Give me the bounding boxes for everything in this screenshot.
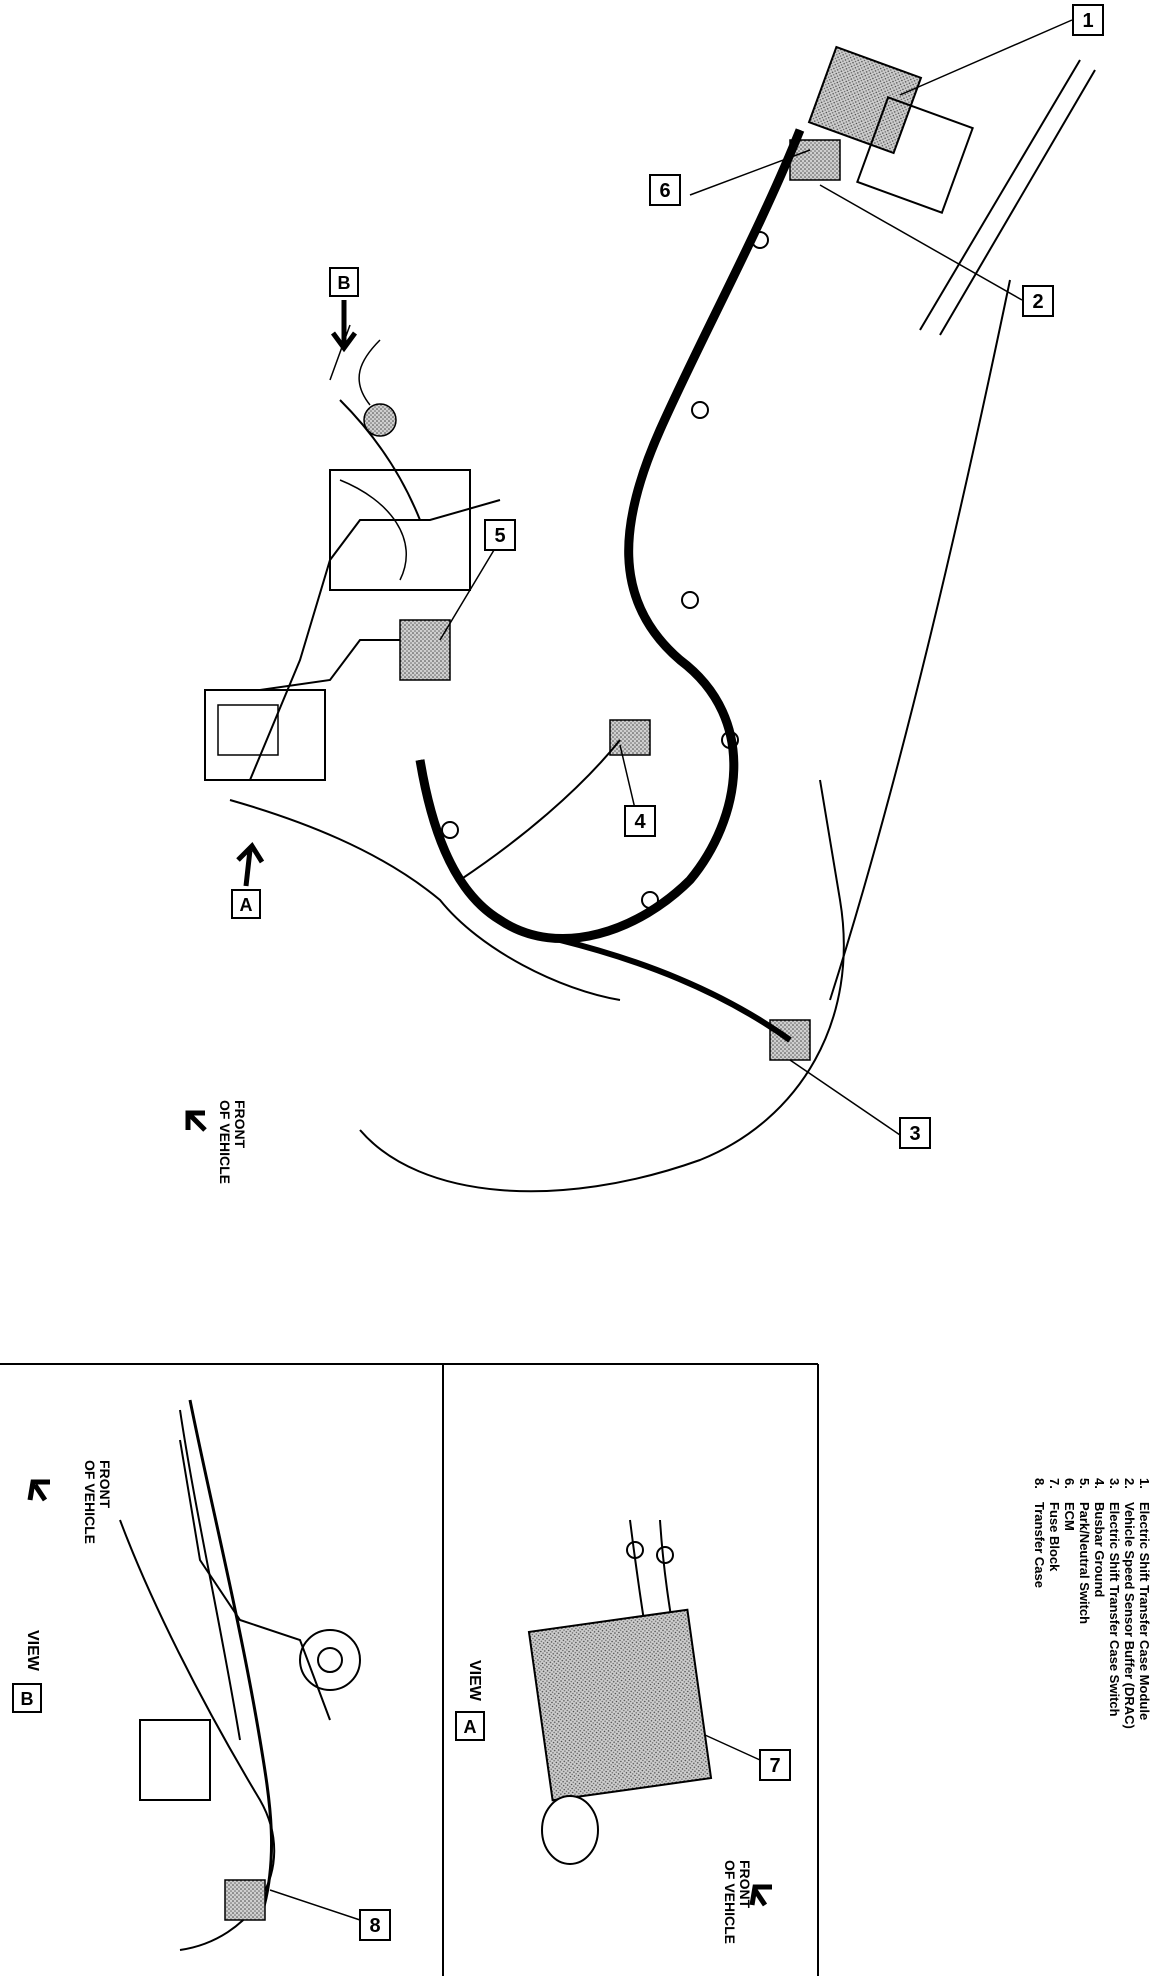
view-tag-b: B xyxy=(329,267,359,353)
legend-item-6: 6. ECM xyxy=(1062,1478,1077,1531)
view-b-caption: VIEW B xyxy=(12,1630,42,1713)
svg-text:FRONT: FRONT xyxy=(97,1460,113,1509)
svg-text:B: B xyxy=(338,273,351,293)
svg-text:4: 4 xyxy=(634,811,646,833)
legend-item-2: 2. Vehicle Speed Sensor Buffer (DRAC) xyxy=(1122,1478,1137,1729)
svg-text:3.: 3. xyxy=(1107,1478,1122,1489)
busbar-ground xyxy=(609,719,651,756)
vehicle-floor-outline xyxy=(359,779,845,1193)
callout-6: 6 xyxy=(649,174,681,206)
svg-text:OF VEHICLE: OF VEHICLE xyxy=(217,1100,233,1184)
svg-text:OF VEHICLE: OF VEHICLE xyxy=(82,1460,98,1544)
main-wiring-view: 1 2 3 4 5 6 B A xyxy=(185,4,1104,1193)
svg-text:5: 5 xyxy=(494,525,505,547)
transfer-case-connector xyxy=(224,1879,266,1921)
main-harness xyxy=(415,128,805,944)
svg-text:Transfer Case: Transfer Case xyxy=(1032,1502,1047,1588)
svg-text:1: 1 xyxy=(1082,10,1093,32)
svg-text:VIEW: VIEW xyxy=(466,1660,483,1702)
svg-text:OF VEHICLE: OF VEHICLE xyxy=(722,1860,738,1944)
callout-4: 4 xyxy=(624,805,656,837)
legend-item-7: 7. Fuse Block xyxy=(1047,1478,1062,1572)
legend-item-4: 4. Busbar Ground xyxy=(1092,1478,1107,1597)
svg-text:B: B xyxy=(21,1689,34,1709)
svg-text:1.: 1. xyxy=(1137,1478,1152,1489)
legend-item-8: 8. Transfer Case xyxy=(1032,1478,1047,1588)
front-of-vehicle-label-main: FRONT OF VEHICLE xyxy=(185,1100,248,1184)
transfer-case-outline xyxy=(119,1519,276,1951)
callout-3: 3 xyxy=(899,1117,931,1149)
svg-text:3: 3 xyxy=(909,1123,920,1145)
svg-text:Busbar Ground: Busbar Ground xyxy=(1092,1502,1107,1597)
callout-5: 5 xyxy=(484,519,516,551)
svg-text:Electric Shift Transfer Case M: Electric Shift Transfer Case Module xyxy=(1137,1502,1152,1720)
svg-text:Vehicle Speed Sensor Buffer (D: Vehicle Speed Sensor Buffer (DRAC) xyxy=(1122,1502,1137,1729)
svg-text:Electric Shift Transfer Case S: Electric Shift Transfer Case Switch xyxy=(1107,1502,1122,1717)
vss-buffer-connector xyxy=(789,139,841,181)
park-neutral-switch xyxy=(399,619,451,681)
callout-2: 2 xyxy=(1022,285,1054,317)
svg-text:2.: 2. xyxy=(1122,1478,1137,1489)
svg-text:2: 2 xyxy=(1032,291,1043,313)
svg-text:FRONT: FRONT xyxy=(737,1860,753,1909)
front-of-vehicle-label-view-a: FRONT OF VEHICLE xyxy=(722,1860,772,1944)
svg-text:8: 8 xyxy=(369,1915,380,1937)
svg-text:5.: 5. xyxy=(1077,1478,1092,1489)
callout-7: 7 xyxy=(759,1749,791,1781)
transfer-case-harness xyxy=(188,1399,274,1921)
svg-text:Fuse Block: Fuse Block xyxy=(1047,1502,1062,1572)
fuse-block xyxy=(527,1608,713,1802)
svg-text:4.: 4. xyxy=(1092,1478,1107,1489)
transmission-outline xyxy=(229,799,621,1001)
svg-text:7.: 7. xyxy=(1047,1478,1062,1489)
callout-1: 1 xyxy=(1072,4,1104,36)
firewall-line xyxy=(919,59,1081,331)
legend: 1. Electric Shift Transfer Case Module 2… xyxy=(1032,1478,1152,1729)
inset-panels: 8 FRONT OF VEHICLE VIEW B 7 VIEW xyxy=(0,1363,819,1976)
harness-branch-switch xyxy=(559,937,792,1043)
svg-text:7: 7 xyxy=(769,1755,780,1777)
leader-lines xyxy=(329,19,1073,1136)
svg-text:6.: 6. xyxy=(1062,1478,1077,1489)
harness-branch-b xyxy=(339,399,421,521)
view-a-caption: VIEW A xyxy=(455,1660,485,1741)
harness-clips xyxy=(441,231,769,909)
frame-rail-line xyxy=(829,279,1011,1001)
legend-item-3: 3. Electric Shift Transfer Case Switch xyxy=(1107,1478,1122,1717)
legend-item-1: 1. Electric Shift Transfer Case Module xyxy=(1137,1478,1152,1720)
fuse-block-housing xyxy=(204,689,326,781)
callout-8: 8 xyxy=(359,1909,391,1941)
svg-text:6: 6 xyxy=(659,180,670,202)
svg-text:ECM: ECM xyxy=(1062,1502,1077,1531)
view-b-panel xyxy=(119,1399,361,1951)
svg-text:A: A xyxy=(240,895,253,915)
legend-item-5: 5. Park/Neutral Switch xyxy=(1077,1478,1092,1624)
svg-text:8.: 8. xyxy=(1032,1478,1047,1489)
view-tag-a: A xyxy=(231,842,265,919)
svg-text:Park/Neutral Switch: Park/Neutral Switch xyxy=(1077,1502,1092,1624)
svg-text:FRONT: FRONT xyxy=(232,1100,248,1149)
transfer-case-module xyxy=(807,45,923,155)
svg-text:VIEW: VIEW xyxy=(24,1630,41,1672)
front-of-vehicle-label-view-b: FRONT OF VEHICLE xyxy=(27,1460,113,1544)
view-a-panel xyxy=(527,1519,761,1865)
svg-text:A: A xyxy=(464,1717,477,1737)
